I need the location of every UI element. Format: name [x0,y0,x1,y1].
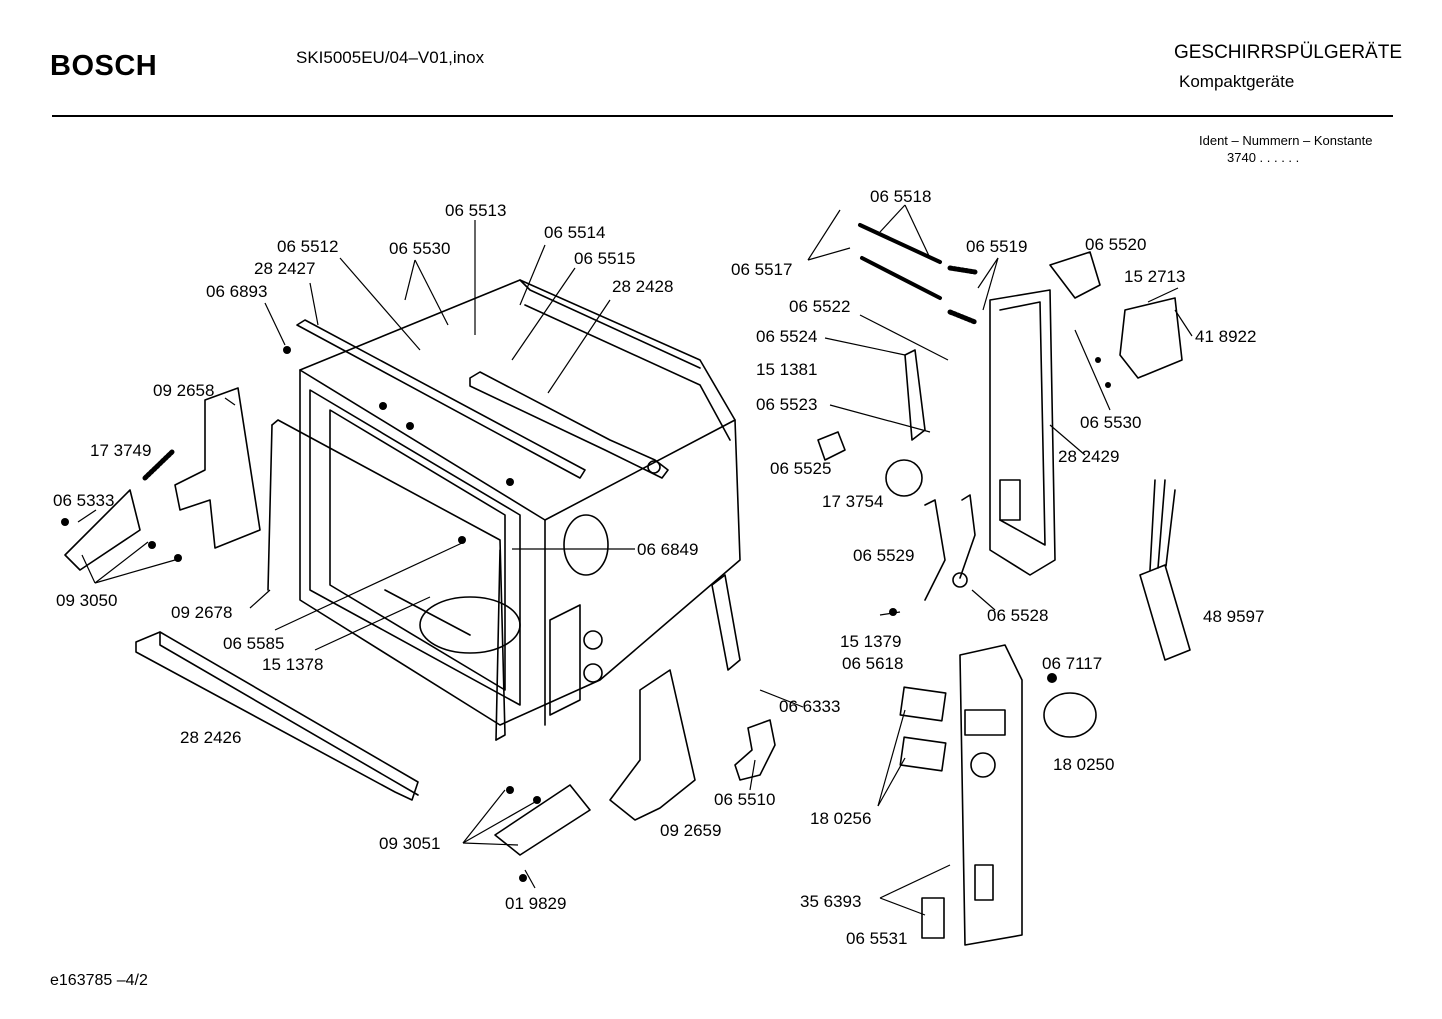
part-label: 28 2428 [612,277,673,296]
part-label: 06 5530 [389,239,450,258]
switch-06-5520 [1049,251,1101,299]
part-label: 06 5528 [987,606,1048,625]
part-label: 06 6893 [206,282,267,301]
rail-28-2428 [469,371,669,479]
part-label: 06 5523 [756,395,817,414]
part-label: 28 2426 [180,728,241,747]
part-label: 06 5518 [870,187,931,206]
rod-06-5518-a [858,223,942,264]
category-title: GESCHIRRSPÜLGERÄTE [1173,42,1402,63]
part-label: 28 2429 [1058,447,1119,466]
part-label: 18 0250 [1053,755,1114,774]
part-label: 06 5618 [842,654,903,673]
spring-06-5519-a [947,265,978,275]
part-label: 06 7117 [1042,654,1102,673]
lever-06-5528 [959,494,976,579]
ident-value: 3740 . . . . . . [1227,150,1300,165]
button-18-0256-a [899,686,947,722]
part-label: 06 5519 [966,237,1027,256]
part-label: 15 1379 [840,632,901,651]
part-label: 06 5520 [1085,235,1146,254]
strip-28-2427 [296,319,586,479]
part-06-5510 [734,719,776,781]
part-label: 28 2427 [254,259,315,278]
part-label: 17 3749 [90,441,151,460]
part-label: 15 1381 [756,360,817,379]
part-label: 09 2659 [660,821,721,840]
part-label: 06 5517 [731,260,792,279]
model-number: SKI5005EU/04–V01,inox [296,48,485,67]
module-41-8922 [1119,297,1183,379]
part-label: 09 2678 [171,603,232,622]
door-seal [267,419,506,741]
header-rule [52,115,1393,117]
cable-wires [1149,479,1176,571]
part-label: 18 0256 [810,809,871,828]
part-label: 15 1378 [262,655,323,674]
part-label: 06 5513 [445,201,506,220]
clip-06-5525 [817,431,846,461]
part-label: 09 3050 [56,591,117,610]
bracket-09-3051 [494,784,591,856]
part-label: 06 6333 [779,697,840,716]
part-label: 01 9829 [505,894,566,913]
part-06-5531 [921,897,945,939]
spring-06-5519-b [947,309,978,325]
bracket-09-2658 [174,387,261,549]
leader-lines [77,204,1193,916]
part-label: 06 5522 [789,297,850,316]
lever-06-5524 [904,349,926,441]
bracket-06-5333 [64,489,141,571]
tub-body [299,279,741,726]
wheel-17-3754 [885,459,923,497]
part-label: 06 5585 [223,634,284,653]
part-label: 06 5510 [714,790,775,809]
part-label: 06 5524 [756,327,817,346]
lever-06-5529 [924,499,946,601]
control-panel-35-6393 [959,644,1023,946]
brand-logo: BOSCH [50,50,158,82]
strip-28-2426 [135,631,419,801]
control-frame-28-2429 [989,289,1056,576]
part-label: 09 2658 [153,381,214,400]
part-label: 15 2713 [1124,267,1185,286]
subcategory-title: Kompaktgeräte [1179,72,1295,91]
part-labels: 06 5513 06 5514 06 5515 28 2428 06 5512 28 24… [53,187,1264,948]
part-label: 48 9597 [1203,607,1264,626]
part-label: 06 5525 [770,459,831,478]
part-label: 06 5514 [544,223,605,242]
screws [61,346,1111,882]
spring-17-3749 [142,449,175,481]
part-label: 06 5531 [846,929,907,948]
cable-48-9597 [1139,564,1191,661]
part-label: 06 5512 [277,237,338,256]
part-label: 06 5333 [53,491,114,510]
part-label: 41 8922 [1195,327,1256,346]
ident-label: Ident – Nummern – Konstante [1199,133,1373,148]
part-label: 35 6393 [800,892,861,911]
side-rail [711,574,741,671]
part-label: 09 3051 [379,834,440,853]
part-label: 06 6849 [637,540,698,559]
part-label: 06 5530 [1080,413,1141,432]
rod-06-5518-b [860,256,942,300]
part-label: 06 5515 [574,249,635,268]
button-18-0256-b [899,736,947,772]
bracket-09-2659 [609,669,696,821]
footer-code: e163785 –4/2 [50,972,148,989]
knob-18-0250 [1043,692,1097,738]
part-label: 06 5529 [853,546,914,565]
part-label: 17 3754 [822,492,883,511]
